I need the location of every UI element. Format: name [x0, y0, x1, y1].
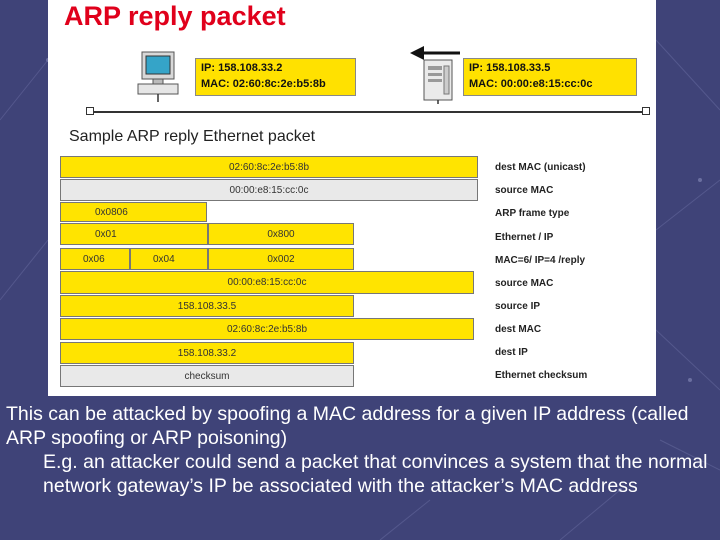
field-source-mac: 00:00:e8:15:cc:0c: [60, 179, 478, 201]
arrow-left-icon: [410, 46, 460, 60]
caption-main: This can be attacked by spoofing a MAC a…: [6, 403, 689, 449]
right-host-mac: MAC: 00:00:e8:15:cc:0c: [469, 78, 593, 90]
left-host-ip: IP: 158.108.33.2: [201, 62, 283, 74]
field-sender-mac: 00:00:e8:15:cc:0c: [60, 271, 474, 294]
field-opcode: 0x002: [208, 248, 354, 270]
wire-terminator-right: [642, 107, 650, 115]
right-host-info: IP: 158.108.33.5 MAC: 00:00:e8:15:cc:0c: [463, 58, 637, 96]
field-proto-type: 0x800: [208, 223, 354, 245]
label-arp-frame-type: ARP frame type: [495, 208, 570, 219]
field-target-mac: 02:60:8c:2e:b5:8b: [60, 318, 474, 340]
field-hw-type: 0x01: [60, 223, 208, 245]
diagram-panel: ARP reply packet IP: 158.108.33.2 MAC: 0…: [48, 0, 656, 396]
left-host-mac: MAC: 02:60:8c:2e:b5:8b: [201, 78, 326, 90]
field-target-ip: 158.108.33.2: [60, 342, 354, 364]
field-frame-type: 0x0806: [60, 202, 207, 222]
label-dest-ip: dest IP: [495, 347, 528, 358]
network-wire: [90, 111, 648, 113]
label-sender-mac: source MAC: [495, 278, 554, 289]
field-checksum: checksum: [60, 365, 354, 387]
right-host-ip: IP: 158.108.33.5: [469, 62, 551, 74]
field-proto-len: 0x04: [130, 248, 208, 270]
label-dest-mac-unicast: dest MAC (unicast): [495, 162, 586, 173]
page-title: ARP reply packet: [64, 1, 286, 31]
left-host-info: IP: 158.108.33.2 MAC: 02:60:8c:2e:b5:8b: [195, 58, 356, 96]
field-hw-len: 0x06: [60, 248, 130, 270]
label-dest-mac: dest MAC: [495, 324, 542, 335]
label-mac-ip-reply: MAC=6/ IP=4 /reply: [495, 255, 586, 266]
wire-terminator-left: [86, 107, 94, 115]
label-source-ip: source IP: [495, 301, 541, 312]
label-ethernet-ip: Ethernet / IP: [495, 232, 554, 243]
desktop-computer-icon: [137, 51, 179, 102]
caption-example: E.g. an attacker could send a packet tha…: [43, 451, 708, 497]
server-tower-icon: [423, 59, 453, 104]
field-dest-mac: 02:60:8c:2e:b5:8b: [60, 156, 478, 178]
packet-subtitle: Sample ARP reply Ethernet packet: [69, 128, 316, 145]
field-sender-ip: 158.108.33.5: [60, 295, 354, 317]
label-ethernet-checksum: Ethernet checksum: [495, 370, 588, 381]
label-source-mac: source MAC: [495, 185, 554, 196]
slide-caption: This can be attacked by spoofing a MAC a…: [6, 402, 711, 498]
